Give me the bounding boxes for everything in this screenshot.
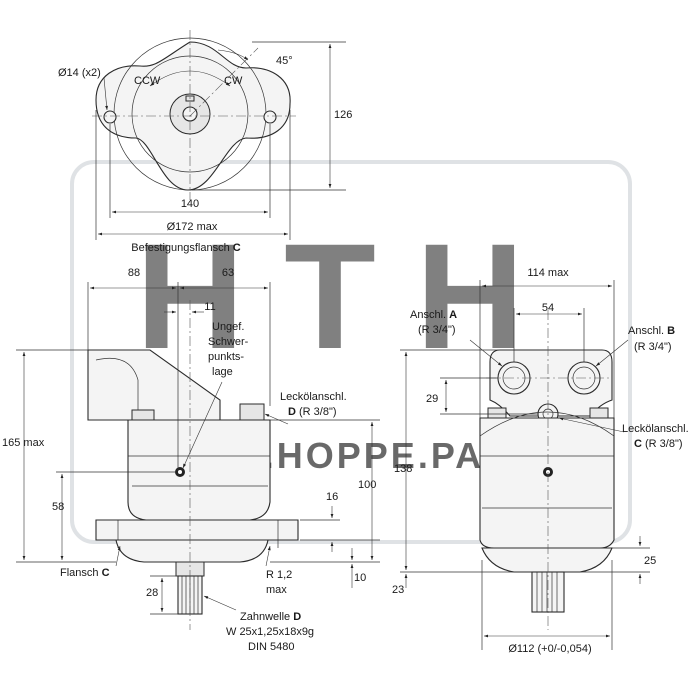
motor-body	[127, 419, 271, 521]
port-spacing-label: 54	[542, 302, 554, 314]
front-view: 114 max 54 Anschl. A (R 3/4") Anschl. B …	[392, 267, 689, 655]
side-flange	[95, 519, 299, 541]
leak-port-d-title: Leckölanschl.	[280, 391, 347, 403]
watermark-frame	[70, 160, 632, 544]
dim-25-label: 25	[644, 555, 656, 567]
leak-port-d-spec: D (R 3/8")	[288, 406, 337, 418]
hole-spacing-label: 140	[181, 198, 199, 210]
cog-label-2: Schwer-	[208, 336, 249, 348]
port-a-title: Anschl. A	[410, 309, 457, 321]
radius-label-2: max	[266, 584, 287, 596]
port-a-thread: (R 3/4")	[418, 324, 456, 336]
cog-label-3: punkts-	[208, 351, 244, 363]
height-58-label: 58	[52, 501, 64, 513]
flange-title: Befestigungsflansch C	[131, 242, 241, 254]
port-block	[87, 349, 221, 421]
leak-port-c-spec: C (R 3/8")	[634, 438, 683, 450]
flange-c-label: Flansch C	[60, 567, 110, 579]
lower-housing-front	[481, 547, 613, 573]
shaft-diameter-label: Ø112 (+0/-0,054)	[508, 643, 591, 655]
mounting-hole-right	[263, 110, 277, 124]
cog-label-4: lage	[212, 366, 233, 378]
watermark-logo: HTH	[136, 212, 564, 380]
radius-label-1: R 1,2	[266, 569, 292, 581]
width-114-label: 114 max	[527, 267, 569, 279]
dim-23-label: 23	[392, 584, 404, 596]
side-view: 88 63 11 Ungef. Schwer- punkts- lage Lec…	[2, 267, 380, 653]
top-view: Ø14 (x2) CCW CW 45° 126 140 Ø172 max Bef…	[58, 30, 352, 254]
leak-port-c-title: Leckölanschl.	[622, 423, 689, 435]
shaft-norm: DIN 5480	[248, 641, 294, 653]
dim-10-label: 10	[354, 572, 366, 584]
dim-28-label: 28	[146, 587, 158, 599]
dim-11-label: 11	[204, 301, 215, 313]
dim-63-label: 63	[222, 267, 234, 279]
height-165-label: 165 max	[2, 437, 45, 449]
shaft-spec: W 25x1,25x18x9g	[226, 626, 314, 638]
mounting-hole-left	[103, 110, 117, 124]
angle-label: 45°	[276, 55, 293, 67]
ccw-label: CCW	[134, 75, 161, 87]
dim-29-label: 29	[426, 393, 438, 405]
cog-label-1: Ungef.	[212, 321, 244, 333]
shaft-title: Zahnwelle D	[240, 611, 301, 623]
height-138-label: 138	[394, 463, 412, 475]
rotation-arrow	[149, 70, 231, 87]
flange-diameter-label: Ø172 max	[167, 221, 218, 233]
motor-body-front	[479, 417, 615, 549]
leak-port-boss	[239, 403, 265, 421]
height-100-label: 100	[358, 479, 376, 491]
height-126-label: 126	[334, 109, 352, 121]
lower-housing	[115, 539, 269, 563]
dim-16-label: 16	[326, 491, 338, 503]
port-b-thread: (R 3/4")	[634, 341, 672, 353]
dim-88-label: 88	[128, 267, 140, 279]
port-b-title: Anschl. B	[628, 325, 675, 337]
cw-label: CW	[224, 75, 243, 87]
hole-label: Ø14 (x2)	[58, 67, 101, 79]
